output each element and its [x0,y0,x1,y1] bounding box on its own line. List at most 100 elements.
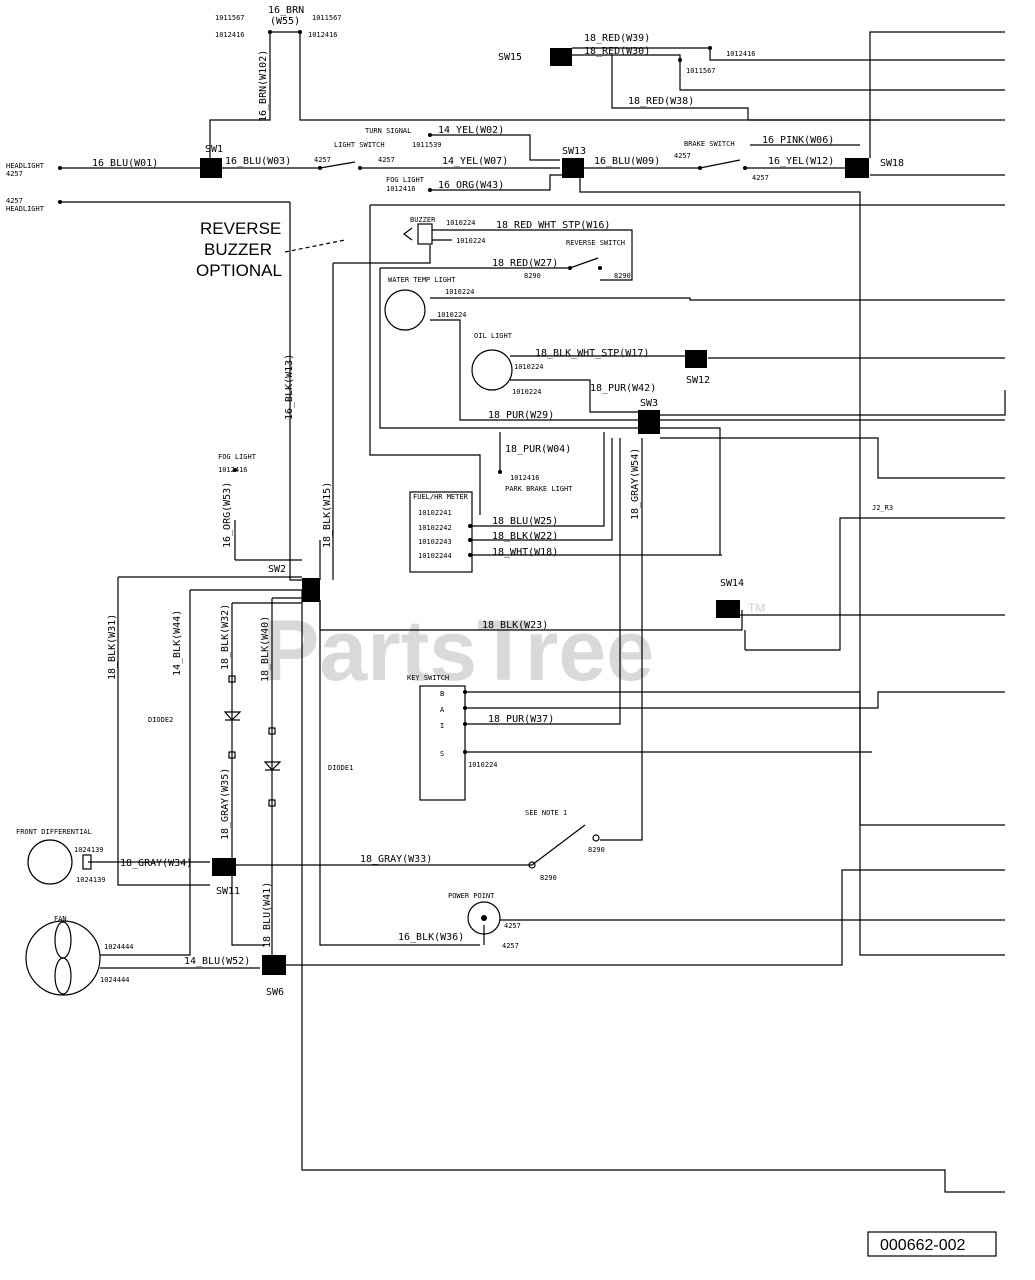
wire-label-w04: 18_PUR(W04) [505,444,571,455]
label-1010224-e: 1010224 [514,363,544,371]
label-park-brake-light: PARK BRAKE LIGHT [505,485,573,493]
power-point-icon [467,901,501,935]
callout-leader [284,239,346,253]
wire-label-w25: 18_BLU(W25) [492,516,558,527]
wire-label-w53: 16_ORG(W53) [222,482,233,548]
fuel-hr-meter-box [409,491,473,573]
label-meter-1: 10102241 [418,509,452,517]
label-fan: FAN [54,915,67,923]
wire-label-w32: 18_BLK(W32) [220,604,231,670]
label-4257-b: 4257 [378,156,395,164]
connector-sw3 [638,410,660,434]
label-headlight-left-1: HEADLIGHT [6,162,45,170]
label-meter-4: 10102244 [418,552,452,560]
label-see-note: SEE NOTE 1 [525,809,567,817]
label-1024139-a: 1024139 [74,846,104,854]
label-8290-d: 8290 [540,874,557,882]
connector-label-sw1: SW1 [205,144,223,155]
connector-sw11 [212,858,236,876]
wire-label-w40: 18_BLK(W40) [260,616,271,682]
label-diode1: DIODE1 [328,764,353,772]
label-1010224-f: 1010224 [512,388,542,396]
wire-label-w29: 18_PUR(W29) [488,410,554,421]
label-meter-2: 10102242 [418,524,452,532]
wire-label-w06: 16_PINK(W06) [762,135,834,146]
wire-label-w01: 16_BLU(W01) [92,158,158,169]
label-1010224-b: 1010224 [456,237,486,245]
wire-label-w27: 18_RED(W27) [492,258,558,269]
wire-label-w09: 16_BLU(W09) [594,156,660,167]
label-4257-d: 4257 [752,174,769,182]
wire-label-w23: 18_BLK(W23) [482,620,548,631]
connector-sw12 [685,350,707,368]
connector-blocks [200,48,869,975]
label-8290-c: 8290 [588,846,605,854]
wire-label-w34: 18_GRAY(W34) [120,858,192,869]
connector-label-sw6: SW6 [266,987,284,998]
front-differential-icon [27,839,73,885]
wire-label-w55-b: (W55) [270,16,300,27]
wire-label-w12: 16_YEL(W12) [768,156,834,167]
label-oil-light: OIL LIGHT [474,332,513,340]
connector-label-sw14: SW14 [720,578,744,589]
label-key-s: S [440,750,444,758]
label-fuel-hr-meter: FUEL/HR METER [413,493,469,501]
connector-sw13 [562,158,584,178]
oil-lamp-icon [471,349,513,391]
callout-line-2: BUZZER [204,240,272,259]
drawing-number: 000662-002 [880,1237,966,1254]
label-front-differential: FRONT DIFFERENTIAL [16,828,92,836]
label-key-b: B [440,690,444,698]
wire-label-w52: 14_BLU(W52) [184,956,250,967]
label-meter-3: 10102243 [418,538,452,546]
wire-label-w54: 18_GRAY(W54) [630,448,641,520]
terminal-dots [58,30,747,754]
watermark: PartsTree [262,603,654,699]
connector-label-sw18: SW18 [880,158,904,169]
connector-sw2 [302,578,320,602]
diode-symbols [223,675,282,807]
label-1011567-a: 1011567 [215,14,245,22]
water-temp-lamp-icon [384,289,426,331]
label-key-i: I [440,722,444,730]
connector-label-sw12: SW12 [686,375,710,386]
label-1011539: 1011539 [412,141,442,149]
label-1012416-c: 1012416 [386,185,416,193]
label-8290-a: 8290 [524,272,541,280]
wire-lines [60,31,1006,1193]
wire-label-w30: 18_RED(W30) [584,46,650,57]
wire-label-w31: 18_BLK(W31) [107,614,118,680]
wire-label-w41: 18_BLU(W41) [262,882,273,948]
label-turn-signal: TURN SIGNAL [365,127,411,135]
key-switch-box [419,685,466,801]
connector-label-sw11: SW11 [216,886,240,897]
label-1010224-d: 1010224 [437,311,467,319]
label-1012416-e: 1012416 [510,474,540,482]
wire-label-w44: 14_BLK(W44) [172,610,183,676]
connector-label-sw15: SW15 [498,52,522,63]
connector-label-sw13: SW13 [562,146,586,157]
label-4257-c: 4257 [674,152,691,160]
wire-label-w13: 16_BLK(W13) [284,354,295,420]
reverse-buzzer-callout: REVERSE BUZZER OPTIONAL [196,219,282,280]
component-shapes [25,223,600,996]
label-water-temp-light: WATER TEMP LIGHT [388,276,456,284]
label-headlight-left-2: 4257 [6,170,23,178]
label-1011567-c: 1011567 [686,67,716,75]
label-key-switch: KEY SWITCH [407,674,449,682]
wire-label-w18: 18_WHT(W18) [492,547,558,558]
label-power-point: POWER POINT [448,892,495,900]
connector-label-sw3: SW3 [640,398,658,409]
callout-line-3: OPTIONAL [196,261,282,280]
wire-label-w33: 18_GRAY(W33) [360,854,432,865]
watermark-tm: TM [748,601,765,615]
wire-label-w16: 18_RED_WHT_STP(W16) [496,220,610,231]
label-brake-switch: BRAKE SWITCH [684,140,735,148]
connector-sw6 [262,955,286,975]
label-1012416-b: 1012416 [308,31,338,39]
wire-label-w102: 16_BRN(W102) [258,50,269,122]
label-1010224-g: 1010224 [468,761,498,769]
wire-label-w55-a: 16_BRN [268,5,304,16]
wire-label-w03: 16_BLU(W03) [225,156,291,167]
